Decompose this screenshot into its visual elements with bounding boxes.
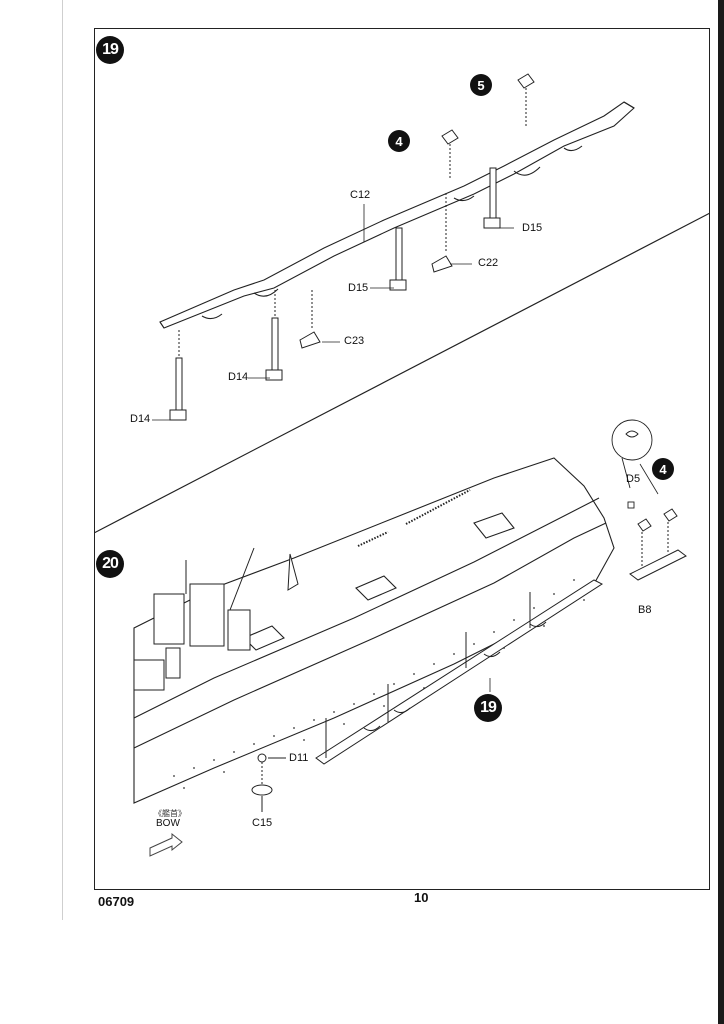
d15-post-right xyxy=(483,167,501,229)
ship-hull xyxy=(133,457,615,804)
step-number-badge: 19 xyxy=(96,36,124,64)
sub-part-4-top xyxy=(441,129,459,178)
part-label-d14-mid: D14 xyxy=(228,371,249,383)
deck-catwalks xyxy=(357,489,471,547)
step-number-badge-20: 20 xyxy=(96,550,124,578)
sub-step-badge-4: 4 xyxy=(388,130,410,152)
scan-shadow-left xyxy=(62,0,63,920)
part-label-c15: C15 xyxy=(252,817,273,829)
d11-c15-parts xyxy=(251,753,286,812)
part-label-d11: D11 xyxy=(289,752,309,764)
instruction-frame xyxy=(94,28,710,890)
part-label-d14-left: D14 xyxy=(130,413,151,425)
c12-rail xyxy=(159,101,635,329)
step-reference-badge-19: 19 xyxy=(474,694,502,722)
sub-step-badge-4-bow: 4 xyxy=(652,458,674,480)
c22-bracket xyxy=(431,193,453,273)
d15-post-mid xyxy=(389,227,407,291)
part-label-d5: D5 xyxy=(626,473,641,485)
assembly-drawing xyxy=(94,73,710,857)
sub-part-5 xyxy=(517,73,535,126)
part-label-c22: C22 xyxy=(478,257,499,269)
sub-step-badge-5: 5 xyxy=(470,74,492,96)
hull-portholes xyxy=(173,579,585,789)
bow-label: BOW xyxy=(156,818,180,829)
part-label-c12: C12 xyxy=(350,189,371,201)
part-label-d15-mid: D15 xyxy=(348,282,369,294)
scan-edge-right xyxy=(718,0,724,1024)
b8-bracket xyxy=(629,508,687,581)
step-divider xyxy=(94,212,710,534)
side-rail-assembly xyxy=(315,579,604,765)
d14-post-mid xyxy=(265,290,283,381)
c23-bracket xyxy=(299,290,321,349)
part-label-c23: C23 xyxy=(344,335,365,347)
bow-arrow xyxy=(149,832,183,857)
island-superstructure xyxy=(133,547,299,691)
d14-post-left xyxy=(169,330,187,421)
part-label-d15-right: D15 xyxy=(522,222,543,234)
bow-label-chinese: 《艦首》 xyxy=(154,809,186,818)
d5-callout xyxy=(611,419,653,509)
page-number: 10 xyxy=(414,890,429,905)
part-label-b8: B8 xyxy=(638,604,652,616)
product-code: 06709 xyxy=(98,894,135,909)
